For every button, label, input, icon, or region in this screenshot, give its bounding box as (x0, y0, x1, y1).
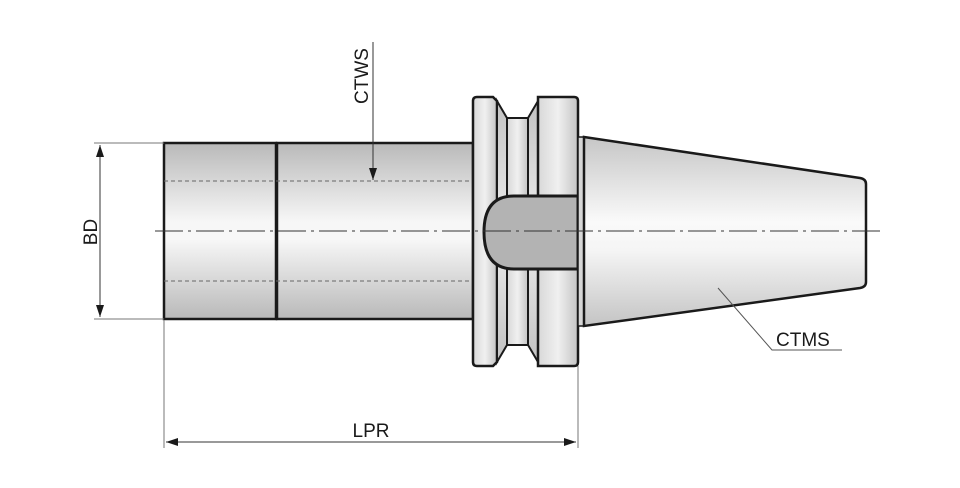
bd-label: BD (81, 219, 102, 245)
ctms-callout: CTMS (717, 287, 842, 351)
ctws-callout: CTWS (352, 42, 377, 180)
bd-dimension: BD (81, 142, 164, 320)
ctms-label: CTMS (776, 330, 830, 351)
ctws-label: CTWS (352, 48, 373, 104)
drive-slot (482, 194, 580, 271)
lpr-label: LPR (353, 421, 390, 442)
lpr-dimension: LPR (163, 320, 579, 448)
